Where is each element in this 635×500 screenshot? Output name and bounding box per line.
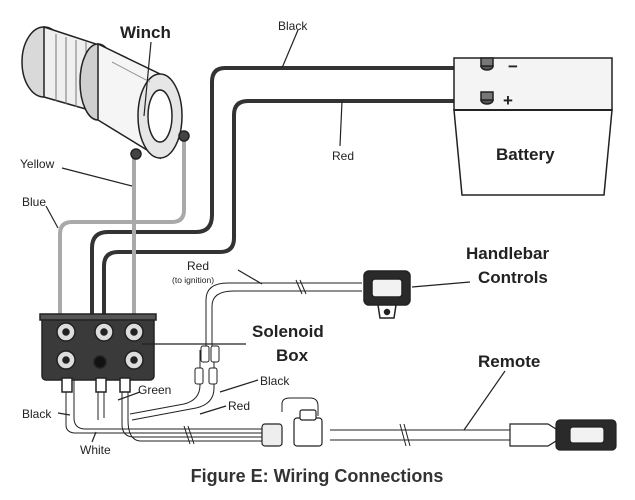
bullet-connector-2 [210,345,220,363]
label-yellow: Yellow [20,157,55,171]
break-mark-harness-right [399,423,411,447]
solenoid-pigtail-2 [95,377,107,393]
label-black-left: Black [22,407,52,421]
handlebar-wire [129,350,201,415]
blue-wire [58,136,186,318]
solenoid-pigtail-1 [61,377,73,393]
break-mark-ignition [295,279,307,295]
bullet-connectors [194,345,220,385]
leader-black-left [57,412,71,416]
label-battery: Battery [496,145,555,164]
leader-winch [143,41,152,117]
label-white: White [80,443,111,457]
red-ignition-wire-2 [211,290,362,350]
label-to-ignition: (to ignition) [172,275,214,285]
winch-highlight [111,61,151,83]
label-remote: Remote [478,352,540,371]
label-solenoid-1: Solenoid [252,322,324,341]
winch-terminal-2 [178,130,190,142]
label-solenoid-2: Box [276,346,309,365]
red-ignition-wire [205,282,362,350]
label-handlebar-2: Controls [478,268,548,287]
handlebar-switch-rocker [371,278,403,298]
remote-connector-face [569,426,605,444]
leader-red-lower [199,405,227,415]
remote-harness-wire [330,429,512,441]
labels: Winch Black Red Battery − + Yellow Blue … [20,19,555,486]
label-red-lower: Red [228,399,250,413]
solenoid-terminal-2-nut [100,328,108,336]
label-black-right: Black [260,374,290,388]
bullet-connector-1 [200,345,210,363]
winch-rope [55,34,87,110]
black-battery-wire [90,66,480,318]
battery-terminal-positive-post [480,91,494,101]
remote-connector-sleeve [509,423,557,447]
harness-plug-left [261,423,283,447]
bullet-connector-3 [194,367,204,385]
remote-connector [509,419,617,451]
leader-white [91,431,97,443]
handlebar-control [363,270,411,319]
handlebar-wire-2 [131,350,215,421]
battery-positive-sign: + [503,91,513,110]
winch-motor-cap-inner [147,89,173,143]
leader-yellow [61,167,133,187]
battery-top [453,57,613,111]
leader-lines [45,29,506,443]
red-battery-wire [102,99,482,318]
leader-blue [45,205,59,229]
solenoid-leads [65,378,270,442]
wires [58,66,512,442]
label-winch: Winch [120,23,171,42]
solenoid-terminal-4-nut [62,356,70,364]
leader-handlebar [411,281,471,288]
label-blue: Blue [22,195,46,209]
harness-plug-right [293,417,323,447]
handlebar-clamp-screw [383,308,391,316]
break-mark-harness-left [183,425,195,445]
label-green: Green [138,383,171,397]
solenoid-terminal-1-nut [62,328,70,336]
winch-terminal-1 [130,148,142,160]
solenoid-terminal-5-nut [130,356,138,364]
label-black-top: Black [278,19,308,33]
solenoid-box [39,313,157,393]
label-red-battery: Red [332,149,354,163]
battery [453,57,613,196]
leader-red-ignition [237,269,263,285]
label-red-ignition: Red [187,259,209,273]
leader-remote [463,370,506,431]
bullet-connector-4 [208,367,218,385]
winch [21,25,190,160]
solenoid-center-stud [93,355,107,369]
solenoid-pigtail-3 [119,377,131,393]
battery-negative-sign: − [508,57,518,76]
figure-caption: Figure E: Wiring Connections [191,466,444,486]
leader-black-right [219,379,259,393]
wire-break-marks [183,279,411,447]
label-handlebar-1: Handlebar [466,244,550,263]
harness-plug-tab [299,409,317,421]
leader-black-top [281,29,299,69]
solenoid-box-lid [39,313,157,321]
battery-terminal-negative-post [480,57,494,67]
leader-red-battery [339,100,343,147]
harness-plug-lead [281,397,319,416]
leader-green [117,391,141,401]
harness-plug [261,409,323,447]
solenoid-terminal-3-nut [130,328,138,336]
